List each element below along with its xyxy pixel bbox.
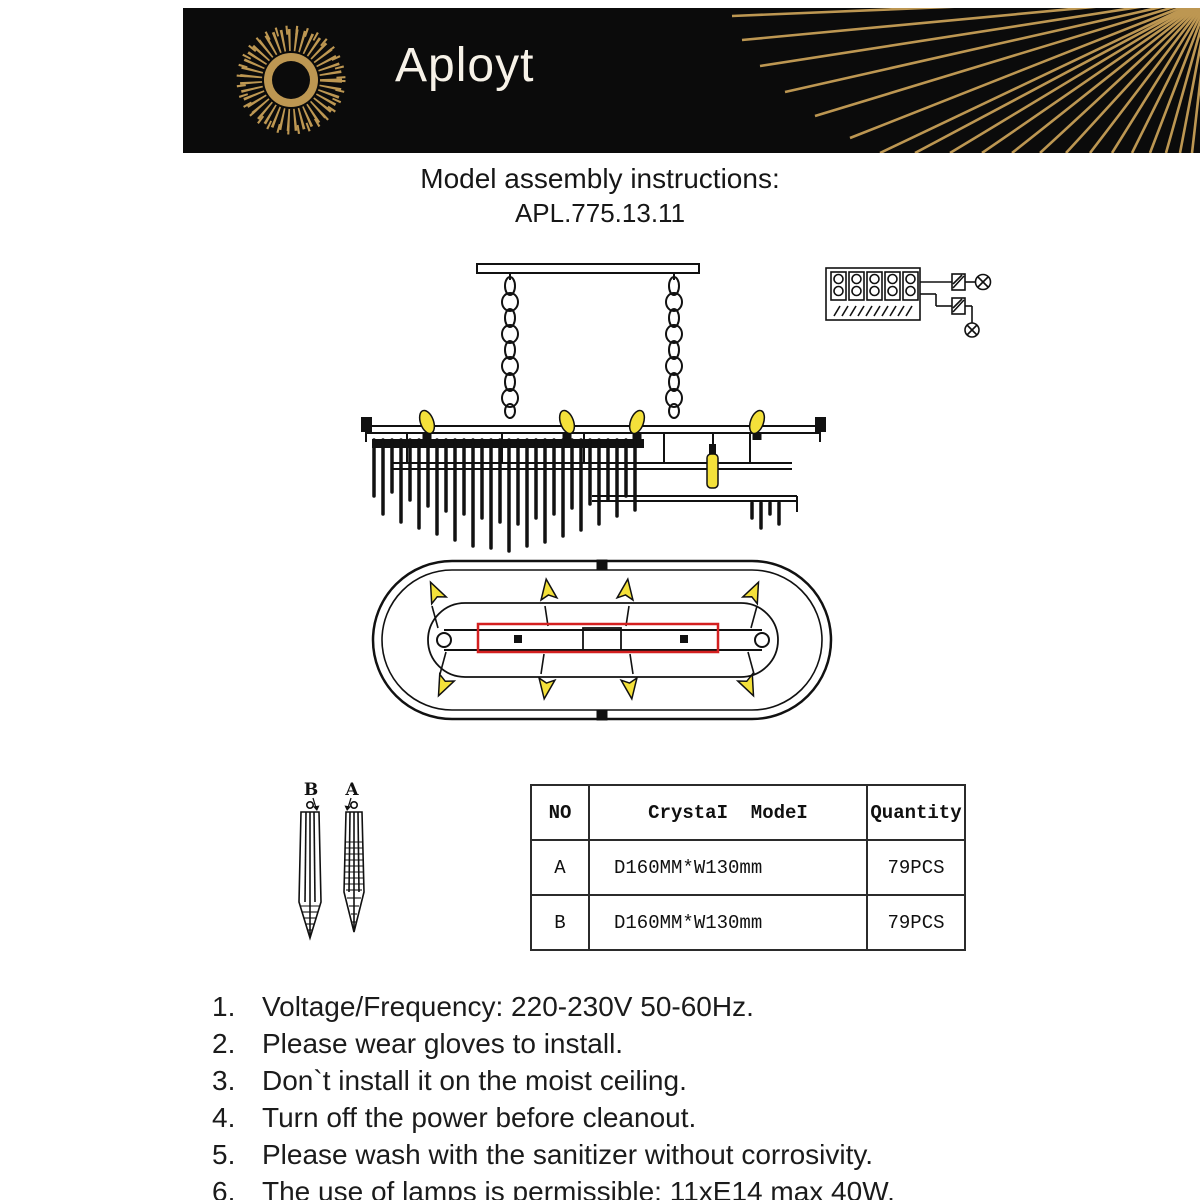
crystal-strands — [372, 438, 781, 553]
crystal-pendants-drawing: B A — [298, 780, 365, 941]
pendant-b — [298, 800, 322, 941]
col-header-quantity: Quantity — [866, 784, 966, 841]
instruction-number: 3. — [212, 1065, 236, 1096]
table-row: A D160MM*W130mm 79PCS — [530, 839, 966, 896]
instruction-text: Turn off the power before cleanout. — [262, 1102, 697, 1133]
hanging-chains — [501, 276, 683, 419]
starburst-logo-icon — [236, 25, 346, 135]
instruction-list: 1. Voltage/Frequency: 220-230V 50-60Hz. … — [212, 988, 895, 1200]
page-title: Model assembly instructions: — [420, 163, 780, 194]
instruction-item: 5. Please wash with the sanitizer withou… — [212, 1136, 895, 1173]
instruction-item: 1. Voltage/Frequency: 220-230V 50-60Hz. — [212, 988, 895, 1025]
bulb-arrows — [429, 577, 760, 701]
bulb-flames — [418, 409, 766, 440]
instruction-number: 2. — [212, 1028, 236, 1059]
chandelier-bottom-view-drawing — [371, 559, 833, 721]
crystal-label-b: B — [304, 780, 318, 800]
instruction-text: Don`t install it on the moist ceiling. — [262, 1065, 687, 1096]
instruction-item: 4. Turn off the power before cleanout. — [212, 1099, 895, 1136]
wiring-diagram — [825, 267, 992, 338]
instruction-item: 3. Don`t install it on the moist ceiling… — [212, 1062, 895, 1099]
col-header-no: NO — [530, 784, 590, 841]
lamp-symbol — [920, 273, 992, 338]
pendant-a — [343, 800, 365, 933]
instruction-number: 5. — [212, 1139, 236, 1170]
model-number: APL.775.13.11 — [514, 198, 686, 228]
instruction-item: 6. The use of lamps is permissible: 11xE… — [212, 1173, 895, 1200]
instruction-text: Please wash with the sanitizer without c… — [262, 1139, 874, 1170]
instruction-text: Voltage/Frequency: 220-230V 50-60Hz. — [262, 991, 754, 1022]
instruction-item: 2. Please wear gloves to install. — [212, 1025, 895, 1062]
instruction-number: 6. — [212, 1176, 236, 1200]
instruction-text: Please wear gloves to install. — [262, 1028, 624, 1059]
table-row: B D160MM*W130mm 79PCS — [530, 894, 966, 951]
cell-model: D160MM*W130mm — [588, 894, 868, 951]
header-band: Aployt — [183, 8, 1200, 153]
cell-no: B — [530, 894, 590, 951]
cell-model: D160MM*W130mm — [588, 839, 868, 896]
crystal-label-a: A — [344, 780, 359, 800]
col-header-model: CrystaI ModeI — [588, 784, 868, 841]
brand-name: Aployt — [395, 39, 535, 92]
instruction-number: 1. — [212, 991, 236, 1022]
instruction-number: 4. — [212, 1102, 236, 1133]
corner-rays-decoration — [731, 8, 1200, 153]
crystal-spec-table: NO CrystaI ModeI Quantity A D160MM*W130m… — [530, 784, 966, 951]
instruction-text: The use of lamps is permissible: 11xE14 … — [262, 1176, 895, 1200]
cell-no: A — [530, 839, 590, 896]
chandelier-side-view-drawing — [361, 263, 826, 553]
outer-ring — [371, 559, 833, 721]
terminal-block — [825, 267, 921, 321]
cell-quantity: 79PCS — [866, 894, 966, 951]
cell-quantity: 79PCS — [866, 839, 966, 896]
table-header-row: NO CrystaI ModeI Quantity — [530, 784, 966, 841]
red-highlight-box — [476, 622, 720, 654]
center-bulb — [706, 444, 719, 489]
frame — [361, 417, 826, 512]
